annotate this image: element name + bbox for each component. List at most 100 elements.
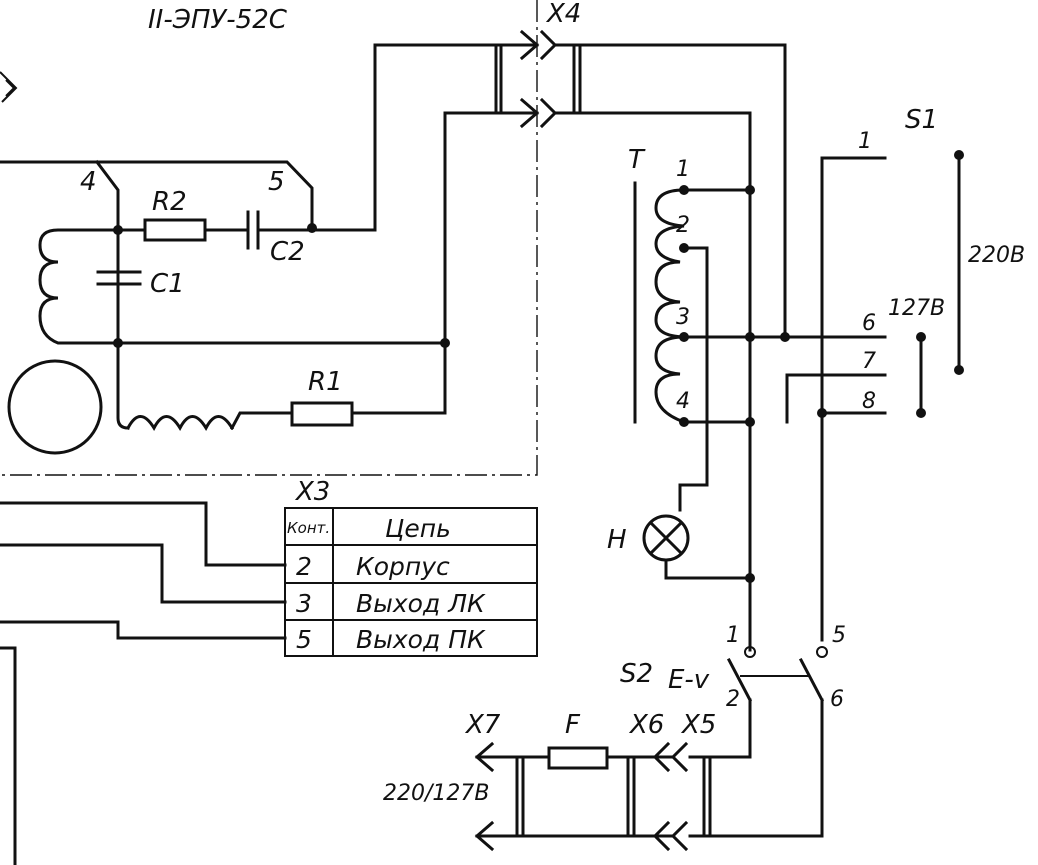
x5-label: X5	[680, 710, 716, 740]
x3-row-contact: 3	[296, 589, 312, 618]
s1-contact-1-label: 1	[858, 129, 872, 154]
junction	[745, 573, 755, 583]
lamp-return-wire	[664, 558, 752, 580]
x4-label: X4	[545, 0, 581, 29]
s2-contact-6-label: 6	[830, 687, 844, 712]
wire-to-x4-lower	[443, 111, 522, 415]
x5-arrow-top	[670, 741, 689, 773]
s2-label: S2	[620, 659, 653, 689]
switch-s1: S1 1 6 7 8 220В 127В	[785, 105, 1025, 642]
tap-2-label: 2	[676, 213, 690, 238]
s1-bar-220-end	[954, 150, 964, 160]
x3-wire-contact-3	[0, 543, 287, 604]
terminal-5-label: 5	[268, 167, 285, 197]
x6-body	[626, 755, 636, 838]
x3-row-circuit: Выход ПК	[356, 625, 486, 654]
s1-bar-127-end	[916, 332, 926, 342]
s2-contact-1-label: 1	[726, 623, 740, 648]
x3-wire-contact-2	[0, 501, 287, 567]
tap-4-label: 4	[676, 389, 690, 414]
transformer-t: T 1 2 3 4	[628, 145, 887, 512]
s1-220v-label: 220В	[968, 243, 1025, 268]
input-connectors: X7 F X6 X5 220/127В	[383, 710, 716, 852]
terminal-4-label: 4	[80, 167, 97, 197]
r2-label: R2	[152, 187, 187, 217]
x4-socket-bottom	[539, 97, 558, 129]
tap-1-label: 1	[676, 157, 690, 182]
tap-3-label: 3	[676, 305, 690, 330]
c2-label: C2	[270, 237, 305, 267]
resistor-r1	[290, 401, 354, 427]
x5-body	[702, 755, 712, 838]
resistor-r2	[143, 218, 207, 242]
x3-row-circuit: Корпус	[356, 552, 450, 581]
x3-wire-contact-5	[0, 620, 287, 640]
s2-contact-1	[744, 646, 756, 658]
s1-contact-6-label: 6	[862, 311, 876, 336]
x4-socket-top	[539, 29, 558, 61]
s1-127v-label: 127В	[888, 296, 945, 321]
left-edge-box	[0, 646, 17, 865]
x3-row-contact: 2	[296, 552, 312, 581]
x3-label: X3	[294, 477, 330, 507]
x3-table-grid	[285, 508, 537, 656]
x6-arrow-top	[652, 741, 671, 773]
s1-contact-7-label: 7	[862, 349, 876, 374]
s2-contact-5-label: 5	[832, 623, 846, 648]
fuse-f	[547, 746, 609, 770]
motor-block: 4 5 R2 C2 C1 R1	[0, 43, 522, 455]
x6-arrow-bottom	[652, 820, 671, 852]
x7-arrow-top	[474, 741, 551, 773]
edge-symbol	[0, 71, 18, 103]
lamp-cross	[648, 520, 684, 556]
junction	[745, 332, 755, 342]
x5-arrow-bottom	[670, 820, 689, 852]
c1-label: C1	[150, 269, 185, 299]
junction	[817, 408, 827, 418]
s1-bar-127-end	[916, 408, 926, 418]
s2-symbol: E-v	[668, 665, 710, 695]
x4-socket-body	[572, 43, 582, 115]
s2-levers	[726, 657, 825, 703]
connector-x3: X3 Конт. Цепь 2 Корпус 3 Выход ЛК 5 Выхо…	[0, 477, 538, 865]
s2-contact-2-label: 2	[726, 687, 740, 712]
x3-row-contact: 5	[296, 625, 312, 654]
x3-header-circuit: Цепь	[385, 514, 451, 543]
x3-header-contact: Конт.	[287, 519, 330, 537]
r1-lead-left	[229, 411, 294, 431]
junction	[745, 417, 755, 427]
tap-2-wire	[678, 246, 709, 512]
unit-boundary-line	[0, 0, 538, 476]
motor-top-wire	[0, 160, 314, 230]
wire-x4-top-to-s1	[553, 43, 787, 339]
wire-c2-to-x4	[256, 43, 522, 232]
s2-out-wire-bottom	[688, 698, 824, 838]
s1-contact-7-wire	[785, 373, 887, 424]
motor-rotor	[7, 359, 103, 455]
lamp-label: H	[607, 525, 627, 555]
wire-x4-bottom-to-s2	[553, 111, 752, 652]
x4-plug-arrow-bottom	[518, 97, 540, 129]
r1-label: R1	[308, 367, 343, 397]
terminal-4-wire	[94, 159, 120, 345]
motor-winding-coil	[38, 228, 120, 345]
x4-plug-arrow-top	[518, 29, 540, 61]
s1-label: S1	[905, 105, 938, 135]
input-voltage-label: 220/127В	[383, 781, 490, 806]
x4-plug-body	[494, 43, 503, 115]
s1-common-wire	[820, 156, 887, 642]
x3-row-circuit: Выход ЛК	[356, 589, 486, 618]
x7-body	[515, 755, 525, 838]
s1-contact-8-label: 8	[862, 389, 876, 414]
horizontal-winding-coil	[116, 341, 235, 432]
transformer-winding	[654, 188, 686, 424]
x7-arrow-bottom	[474, 820, 674, 852]
capacitor-c1	[96, 270, 142, 286]
junction	[307, 223, 317, 233]
junction	[745, 185, 755, 195]
lamp-h: H	[607, 514, 755, 583]
schematic-title: II-ЭПУ-52С	[148, 5, 288, 35]
fuse-label: F	[565, 710, 581, 740]
s2-contact-5	[816, 646, 828, 658]
